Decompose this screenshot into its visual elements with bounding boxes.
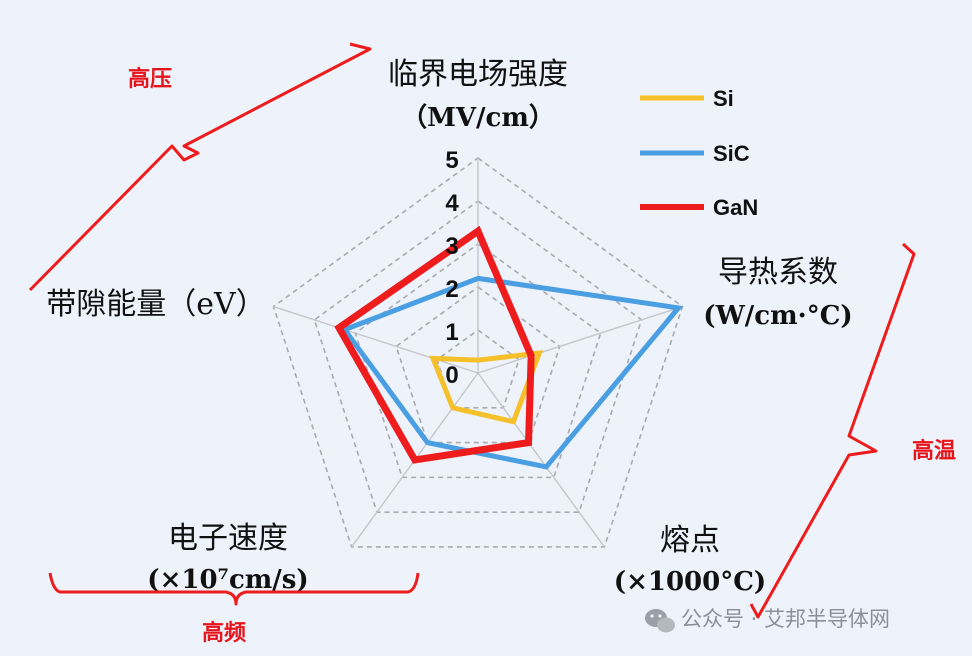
axis-label-0: 临界电场强度 (388, 57, 568, 92)
legend-label-sic: SiC (713, 141, 750, 166)
series-gan (334, 225, 535, 464)
spoke-1 (477, 305, 683, 374)
axis-label-2: 熔点 (660, 523, 720, 558)
wechat-icon (645, 609, 675, 633)
series-layer (334, 225, 684, 470)
brace-high-voltage (28, 42, 372, 292)
axis-label-3: 电子速度 (168, 521, 288, 556)
tick-labels: 0 1 2 3 4 5 (445, 147, 459, 389)
legend-label-si: Si (713, 86, 734, 111)
grid-ring-4 (313, 200, 643, 513)
radar-spokes (273, 158, 683, 548)
brace-high-frequency (48, 572, 420, 606)
watermark: 公众号 · 艾邦半导体网 (645, 607, 890, 633)
axis-label-1: 导热系数 (718, 255, 838, 290)
tick-label-2: 2 (445, 276, 458, 303)
tick-label-4: 4 (445, 190, 459, 217)
legend-label-gan: GaN (713, 195, 758, 220)
series-sic (340, 275, 684, 470)
axis-label-4: 带隙能量（eV） (46, 287, 265, 322)
grid-ring-1 (436, 329, 520, 409)
annotation-high-voltage: 高压 (128, 66, 172, 92)
grid-ring-5 (272, 157, 684, 548)
watermark-text: 公众号 · 艾邦半导体网 (681, 607, 890, 631)
brace-high-temperature (749, 242, 916, 619)
tick-label-5: 5 (445, 147, 458, 174)
spoke-2 (477, 372, 605, 548)
annotation-high-frequency: 高频 (202, 620, 246, 646)
grid-ring-2 (395, 286, 561, 444)
axis-unit-0: （MV/cm） (401, 103, 555, 133)
axis-unit-3: (×10⁷cm/s) (147, 565, 308, 595)
spoke-4 (273, 305, 479, 374)
tick-label-0: 0 (445, 362, 458, 389)
legend: Si SiC GaN (640, 86, 758, 220)
axis-unit-1: (W/cm·°C) (703, 301, 852, 331)
tick-label-3: 3 (445, 233, 458, 260)
axis-unit-2: (×1000°C) (614, 567, 766, 597)
tick-label-1: 1 (445, 319, 458, 346)
annotation-high-temperature: 高温 (912, 438, 956, 464)
